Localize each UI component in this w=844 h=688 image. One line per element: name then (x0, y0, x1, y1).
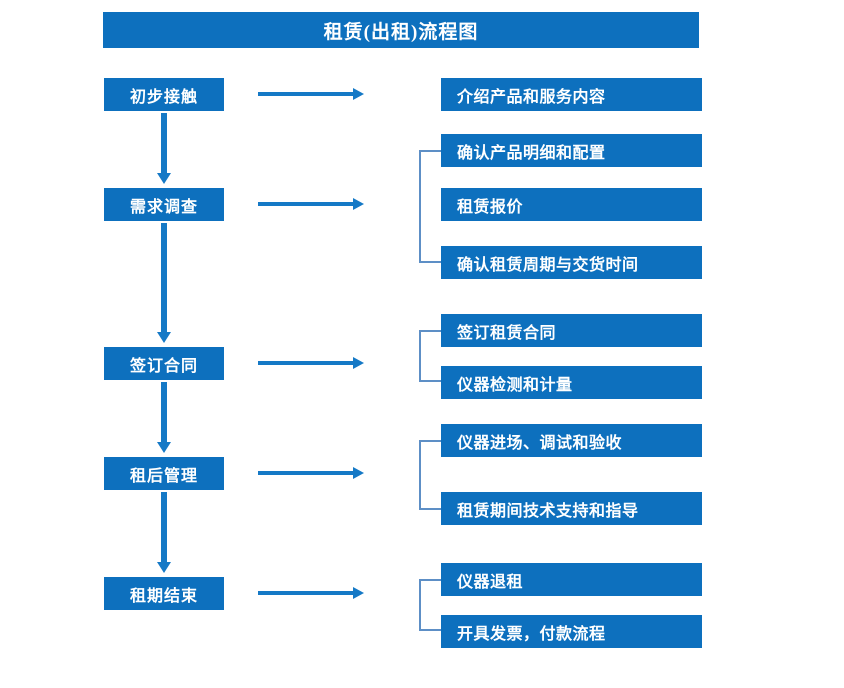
group-bracket-3 (419, 330, 441, 382)
vertical-arrow-4 (157, 492, 171, 574)
stage-box-1[interactable]: 初步接触 (104, 78, 224, 111)
vertical-arrow-1 (157, 113, 171, 185)
detail-box-5-1[interactable]: 仪器退租 (441, 563, 702, 596)
horizontal-arrow-5 (258, 587, 364, 599)
detail-box-3-2[interactable]: 仪器检测和计量 (441, 366, 702, 399)
stage-box-2[interactable]: 需求调查 (104, 188, 224, 221)
horizontal-arrow-2 (258, 198, 364, 210)
vertical-arrow-3 (157, 382, 171, 454)
detail-box-3-1[interactable]: 签订租赁合同 (441, 314, 702, 347)
detail-box-2-1[interactable]: 确认产品明细和配置 (441, 134, 702, 167)
group-bracket-4 (419, 440, 441, 510)
detail-box-5-2[interactable]: 开具发票，付款流程 (441, 615, 702, 648)
detail-box-2-2[interactable]: 租赁报价 (441, 188, 702, 221)
group-bracket-2 (419, 150, 441, 263)
vertical-arrow-2 (157, 223, 171, 344)
group-bracket-5 (419, 579, 441, 631)
detail-box-4-1[interactable]: 仪器进场、调试和验收 (441, 424, 702, 457)
page-title: 租赁(出租)流程图 (103, 12, 699, 48)
stage-box-4[interactable]: 租后管理 (104, 457, 224, 490)
stage-box-5[interactable]: 租期结束 (104, 577, 224, 610)
detail-box-2-3[interactable]: 确认租赁周期与交货时间 (441, 246, 702, 279)
horizontal-arrow-1 (258, 88, 364, 100)
detail-box-4-2[interactable]: 租赁期间技术支持和指导 (441, 492, 702, 525)
detail-box-1-1[interactable]: 介绍产品和服务内容 (441, 78, 702, 111)
stage-box-3[interactable]: 签订合同 (104, 347, 224, 380)
horizontal-arrow-3 (258, 357, 364, 369)
horizontal-arrow-4 (258, 467, 364, 479)
